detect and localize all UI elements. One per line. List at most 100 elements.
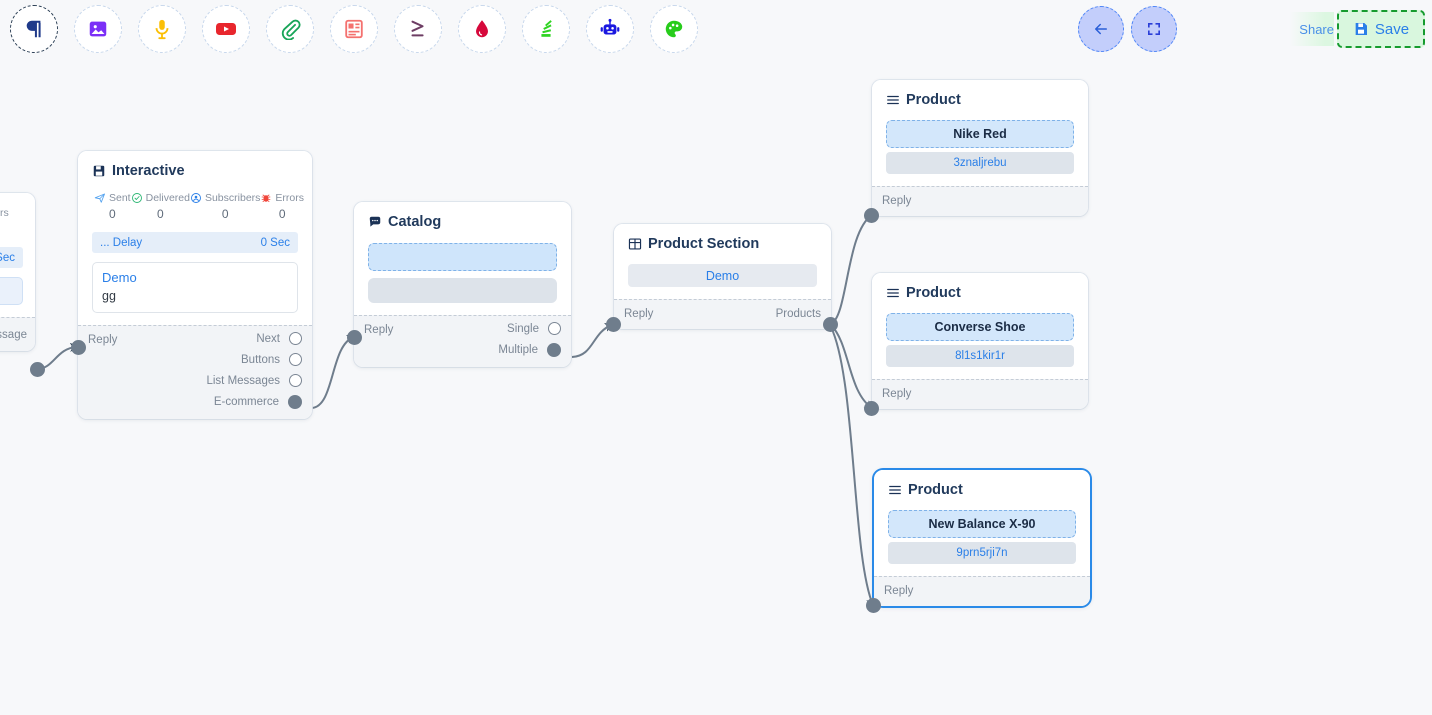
back-button[interactable]	[1078, 6, 1124, 52]
delay-value: 0 Sec	[260, 236, 290, 249]
stat-sent: Sent 0	[94, 192, 131, 221]
port-out-partial[interactable]: essage	[0, 329, 27, 341]
message-box-partial[interactable]	[0, 277, 23, 305]
port-dot-next[interactable]	[289, 332, 302, 345]
port-dot-partial-out[interactable]	[30, 362, 45, 377]
node-partial-left[interactable]: Errors 0 Sec essage	[0, 193, 35, 351]
palette-icon[interactable]	[650, 5, 698, 53]
arrow-left-icon	[1095, 23, 1107, 35]
product-1-name: Nike Red	[953, 127, 1007, 141]
delay-row-partial[interactable]: Sec	[0, 247, 23, 268]
port-dot-ps-in[interactable]	[606, 317, 621, 332]
node-product-1-title-row: Product	[886, 92, 1074, 108]
port-out-products[interactable]: Products	[776, 308, 821, 320]
product-3-name: New Balance X-90	[928, 517, 1036, 531]
port-out-buttons[interactable]: Buttons	[241, 353, 302, 366]
node-product-2-footer: Reply	[872, 379, 1088, 409]
product-2-id-chip[interactable]: 8l1s1kir1r	[886, 345, 1074, 367]
port-out-ecommerce[interactable]: E-commerce	[214, 395, 302, 409]
stat-errors: Errors 0	[0, 207, 21, 236]
product-section-chip-label: Demo	[705, 268, 740, 283]
condition-icon[interactable]	[394, 5, 442, 53]
node-product-section-title-row: Product Section	[628, 236, 817, 252]
port-dot-ecommerce[interactable]	[288, 395, 302, 409]
node-product-1[interactable]: Product Nike Red 3znaljrebu Reply	[872, 80, 1088, 216]
node-catalog[interactable]: Catalog Reply Single Multiple	[354, 202, 571, 367]
fit-view-button[interactable]	[1131, 6, 1177, 52]
node-interactive[interactable]: Interactive Sent 0	[78, 151, 312, 419]
bot-icon[interactable]	[586, 5, 634, 53]
video-youtube-icon[interactable]	[202, 5, 250, 53]
droplet-icon[interactable]	[458, 5, 506, 53]
product-2-name-chip[interactable]: Converse Shoe	[886, 313, 1074, 341]
node-product-2[interactable]: Product Converse Shoe 8l1s1kir1r Reply	[872, 273, 1088, 409]
node-interactive-footer: Reply Next Buttons List Messages E-comme…	[78, 325, 312, 419]
port-dot-product-3-in[interactable]	[866, 598, 881, 613]
product-3-id-chip[interactable]: 9prn5rji7n	[888, 542, 1076, 564]
product-1-id-chip[interactable]: 3znaljrebu	[886, 152, 1074, 174]
port-out-ecommerce-label: E-commerce	[213, 396, 279, 408]
node-product-3-title: Product	[908, 482, 963, 498]
audio-microphone-icon[interactable]	[138, 5, 186, 53]
youtube-glyph	[216, 23, 236, 35]
port-dot-multiple[interactable]	[547, 343, 561, 357]
save-button[interactable]: Save	[1337, 10, 1425, 48]
paragraph-glyph	[26, 20, 41, 38]
delay-row[interactable]: ... Delay 0 Sec	[92, 232, 298, 253]
greater-equal-glyph	[411, 20, 424, 37]
product-section-chip[interactable]: Demo	[628, 264, 817, 287]
node-product-section[interactable]: Product Section Demo Reply Products	[614, 224, 831, 329]
image-glyph	[89, 21, 107, 37]
stat-delivered: Delivered 0	[131, 192, 190, 221]
node-product-2-title: Product	[906, 285, 961, 301]
port-dot-products-out[interactable]	[823, 317, 838, 332]
microphone-glyph	[155, 19, 169, 40]
port-out-multiple-label: Multiple	[498, 344, 538, 356]
catalog-skeleton-dashed[interactable]	[368, 243, 557, 271]
port-in-reply-label: Reply	[88, 334, 118, 346]
node-product-1-title: Product	[906, 92, 961, 108]
interactive-stats: Sent 0 Delivered 0	[94, 192, 304, 221]
attachment-paperclip-icon[interactable]	[266, 5, 314, 53]
port-dot-list-messages[interactable]	[289, 374, 302, 387]
stat-subscribers-label: Subscribers	[204, 192, 261, 204]
stat-errors-value: 0	[0, 222, 21, 236]
port-in-product-1-label: Reply	[882, 195, 912, 207]
port-in-product-3-label: Reply	[884, 585, 914, 597]
share-button-partial[interactable]: Share	[1290, 12, 1334, 46]
grid-table-icon	[628, 238, 642, 250]
node-product-2-title-row: Product	[886, 285, 1074, 301]
stat-subscribers-value: 0	[221, 207, 229, 221]
product-1-name-chip[interactable]: Nike Red	[886, 120, 1074, 148]
port-dot-interactive-in[interactable]	[71, 340, 86, 355]
chat-bubble-icon	[369, 216, 381, 227]
port-dot-product-2-in[interactable]	[864, 401, 879, 416]
save-floppy-icon	[1355, 23, 1367, 35]
message-title: Demo	[102, 270, 137, 285]
image-icon[interactable]	[74, 5, 122, 53]
port-out-next[interactable]: Next	[256, 332, 302, 345]
port-dot-catalog-in[interactable]	[347, 330, 362, 345]
list-stack-icon[interactable]	[522, 5, 570, 53]
node-product-3-footer: Reply	[874, 576, 1090, 606]
template-card-icon[interactable]	[330, 5, 378, 53]
message-box[interactable]: Demo gg	[92, 262, 298, 313]
list-stack-glyph	[541, 20, 552, 37]
port-out-list-messages-label: List Messages	[206, 374, 280, 387]
send-icon	[94, 193, 105, 203]
node-product-3[interactable]: Product New Balance X-90 9prn5rji7n Repl…	[874, 470, 1090, 606]
port-in-ps-reply-label: Reply	[624, 308, 654, 320]
template-glyph	[345, 19, 363, 39]
port-dot-buttons[interactable]	[289, 353, 302, 366]
port-out-single[interactable]: Single	[507, 322, 561, 335]
catalog-skeleton-solid[interactable]	[368, 278, 557, 303]
port-out-multiple[interactable]: Multiple	[498, 343, 561, 357]
text-paragraph-icon[interactable]	[10, 5, 58, 53]
port-in-product-2-label: Reply	[882, 388, 912, 400]
stat-sent-label: Sent	[109, 192, 131, 204]
port-out-list-messages[interactable]: List Messages	[206, 374, 302, 387]
product-3-name-chip[interactable]: New Balance X-90	[888, 510, 1076, 538]
port-dot-product-1-in[interactable]	[864, 208, 879, 223]
port-dot-single[interactable]	[548, 322, 561, 335]
